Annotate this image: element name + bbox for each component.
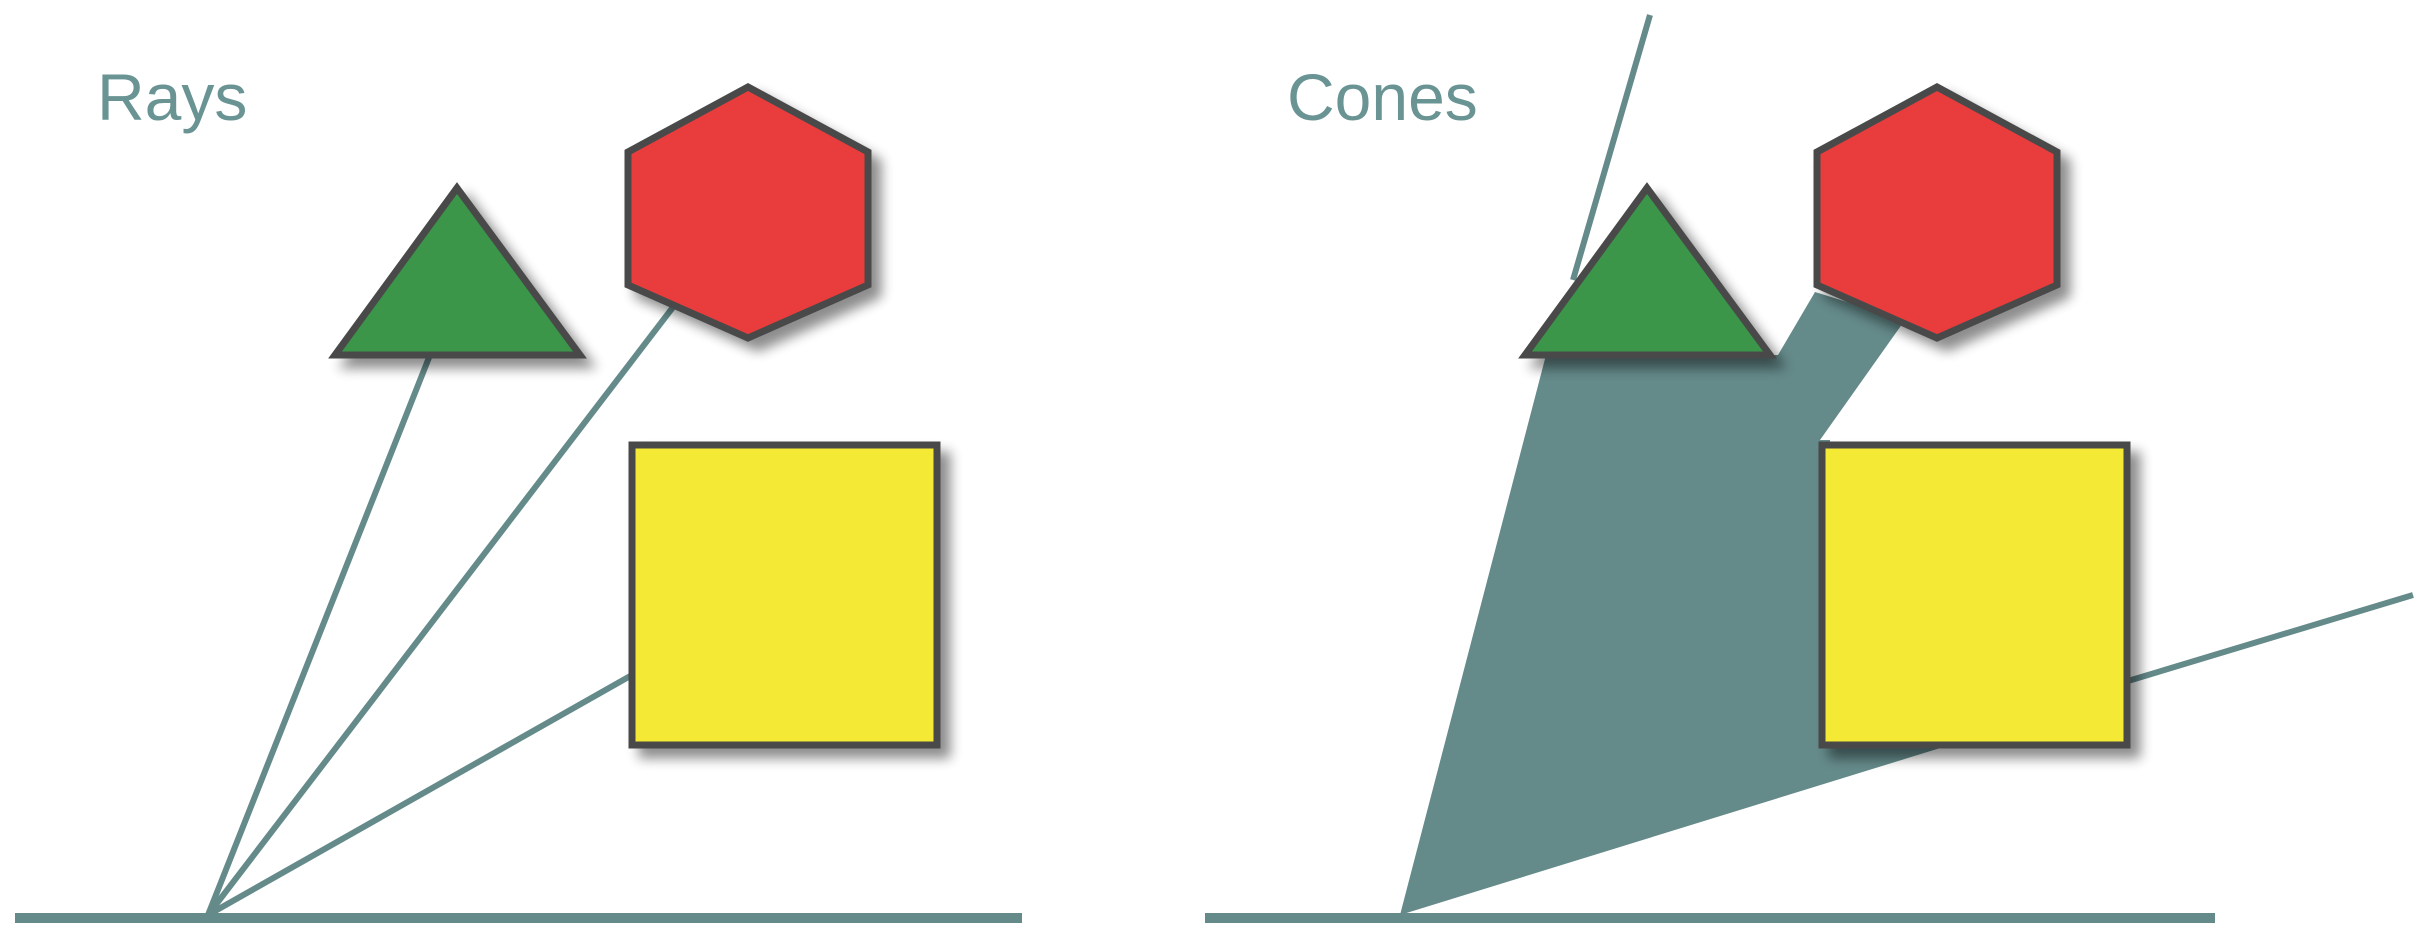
cone-edge-upper (1570, 14, 1653, 281)
cone-edge-right (2127, 592, 2414, 684)
rays-square (628, 441, 941, 749)
cones-triangle (1518, 182, 1777, 359)
cones-panel (1205, 14, 2414, 923)
ray-to-triangle (205, 353, 433, 917)
ray-to-hexagon (205, 296, 683, 917)
ray-to-square (206, 672, 634, 918)
rays-panel-title: Rays (97, 60, 248, 134)
rays-triangle (328, 182, 587, 359)
rays-hexagon (624, 83, 872, 342)
cones-square (1818, 441, 2131, 749)
rays-panel (15, 83, 1022, 923)
cones-panel-title: Cones (1287, 60, 1478, 134)
cone-main (1400, 292, 1950, 915)
cones-hexagon (1813, 83, 2061, 342)
